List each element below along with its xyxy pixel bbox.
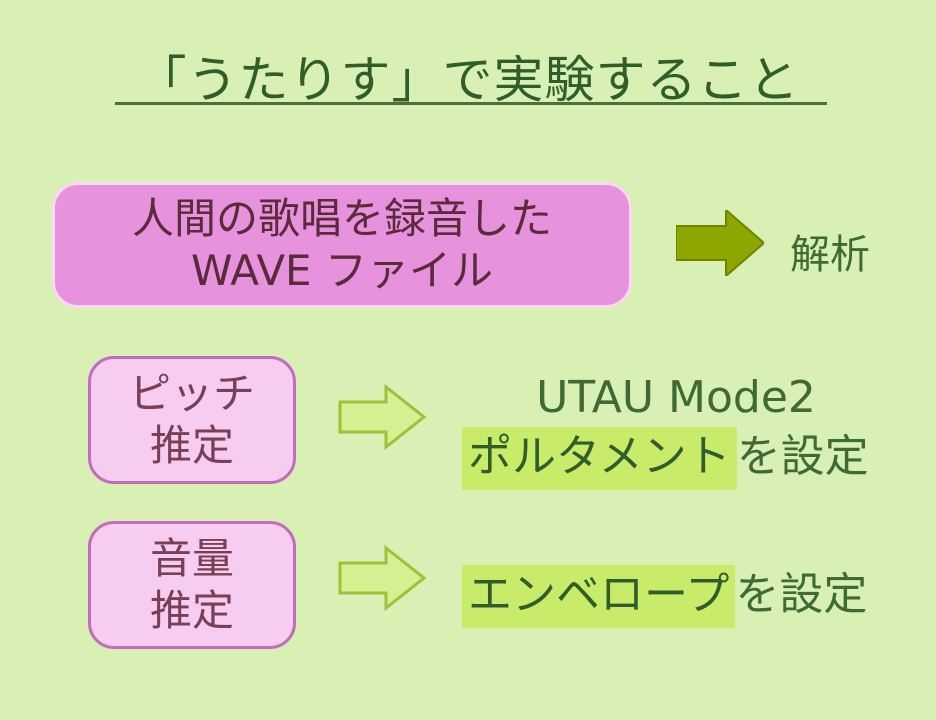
right-arrow-outline-icon [338,545,426,611]
volume-result: エンベロープを設定 [462,558,868,628]
volume-box-line1: 音量 [149,533,234,583]
pitch-box-line1: ピッチ [128,368,255,418]
source-box-line1: 人間の歌唱を録音した [131,193,552,243]
page-title: 「うたりす」で実験すること [136,51,800,109]
analysis-label: 解析 [790,232,870,278]
pitch-result-line2: ポルタメントを設定 [462,420,869,490]
source-wave-box: 人間の歌唱を録音した WAVE ファイル [52,182,632,308]
pitch-estimate-box: ピッチ 推定 [88,356,296,484]
volume-box-line2: 推定 [149,586,234,635]
title-underline [115,102,827,105]
envelope-highlight: エンベロープ [462,565,736,628]
pitch-box-line2: 推定 [149,421,234,470]
right-arrow-outline-icon [338,384,426,450]
portamento-highlight: ポルタメント [462,427,737,490]
right-arrow-icon [676,210,764,276]
volume-result-suffix: を設定 [735,569,868,620]
volume-estimate-box: 音量 推定 [88,521,296,649]
source-box-line2: WAVE ファイル [191,246,493,295]
pitch-result-suffix: を設定 [736,431,869,482]
pitch-result-line1: UTAU Mode2 [536,372,816,423]
